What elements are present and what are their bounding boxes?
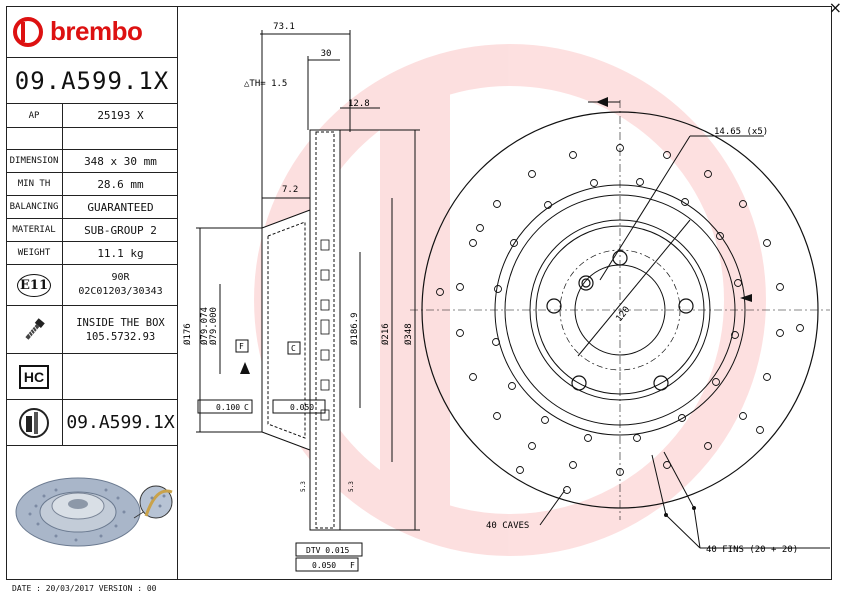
spec-row: MATERIAL SUB-GROUP 2	[6, 219, 178, 242]
approval-number: 02C01203/30343	[78, 286, 163, 297]
approval-code: 90R	[111, 272, 130, 283]
spec-value: GUARANTEED	[87, 200, 154, 214]
disc-profile-icon	[19, 407, 49, 438]
spec-row: WEIGHT 11.1 kg	[6, 242, 178, 265]
spec-label: BALANCING	[6, 196, 63, 218]
spec-label: MIN TH	[6, 173, 63, 195]
footer-date-version: DATE : 20/03/2017 VERSION : 00	[12, 584, 157, 593]
spec-row: BALANCING GUARANTEED	[6, 196, 178, 219]
hc-row: HC	[6, 354, 178, 400]
drawing-sheet	[6, 6, 832, 580]
bolt-icon	[25, 317, 45, 340]
spec-value: SUB-GROUP 2	[84, 223, 157, 237]
render-area	[6, 446, 178, 580]
spec-label: WEIGHT	[6, 242, 63, 264]
part-number-repeat: 09.A599.1X	[66, 412, 175, 433]
ap-row: AP 25193 X	[6, 104, 178, 128]
blank-row	[6, 128, 178, 150]
part-number-row: 09.A599.1X	[6, 58, 178, 104]
brand-logo: brembo	[6, 6, 178, 58]
spec-label: DIMENSION	[6, 150, 63, 172]
hc-badge: HC	[18, 364, 50, 389]
spec-value: 28.6 mm	[97, 177, 144, 191]
brand-name: brembo	[50, 16, 143, 46]
spec-label: MATERIAL	[6, 219, 63, 241]
part-number: 09.A599.1X	[14, 66, 170, 95]
spec-value: 348 x 30 mm	[84, 154, 157, 168]
repeat-code-row: 09.A599.1X	[6, 400, 178, 446]
disc-render-image	[15, 477, 173, 547]
spec-value: 11.1 kg	[97, 246, 144, 260]
spec-row: DIMENSION 348 x 30 mm	[6, 150, 178, 173]
title-block: brembo 09.A599.1X AP 25193 X DIMENSION 3…	[6, 6, 178, 580]
ap-label: AP	[6, 104, 63, 127]
spec-row: MIN TH 28.6 mm	[6, 173, 178, 196]
brembo-logo-icon	[13, 16, 43, 47]
ap-value: 25193 X	[97, 109, 144, 122]
e11-badge: E11	[17, 273, 51, 297]
approval-row: E11 90R 02C01203/30343	[6, 265, 178, 306]
inside-box-code: 105.5732.93	[85, 330, 156, 343]
inside-box-row: INSIDE THE BOX 105.5732.93	[6, 306, 178, 354]
close-icon[interactable]: ×	[828, 0, 842, 17]
inside-box-label: INSIDE THE BOX	[76, 316, 165, 329]
